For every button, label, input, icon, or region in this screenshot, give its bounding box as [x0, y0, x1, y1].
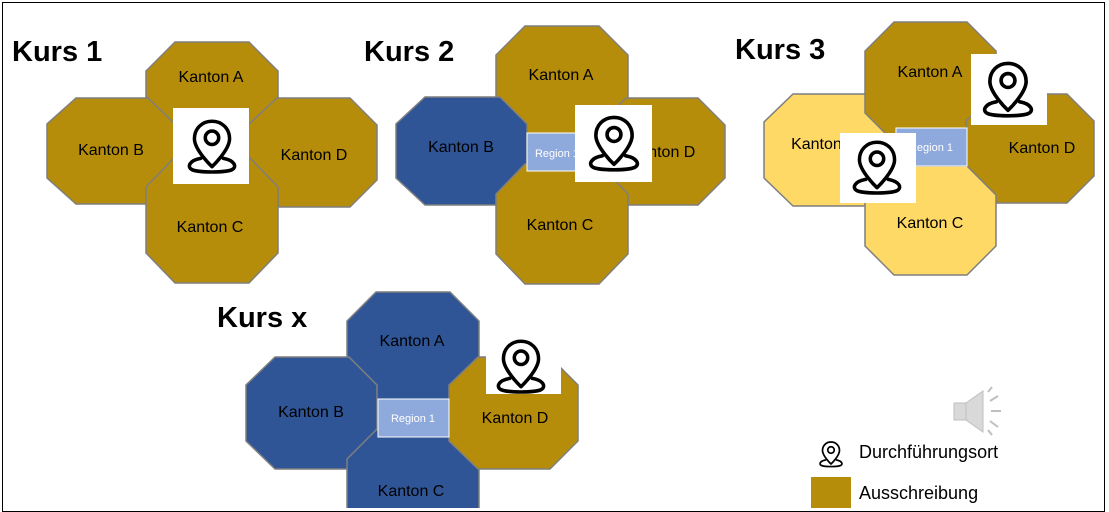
course2-region-label: Region 1 [535, 148, 579, 160]
course1-kanton-b-label: Kanton B [78, 142, 144, 159]
course2-kanton-c-label: Kanton C [527, 217, 594, 234]
course1-kanton-d-label: Kanton D [281, 147, 348, 164]
course2-kanton-b-label: Kanton B [428, 139, 494, 156]
coursex-kanton-d-label: Kanton D [482, 410, 549, 427]
speaker-icon[interactable] [953, 386, 1001, 436]
course1-kanton-c-label: Kanton C [177, 219, 244, 236]
course-title-x: Kurs x [217, 302, 308, 334]
course-title-2: Kurs 2 [364, 36, 455, 68]
course1-kanton-c [145, 156, 279, 284]
course-3-diagram: Region 1 Kanton A Kanton B Kanton D Kant… [763, 21, 1095, 276]
map-pin-icon [819, 441, 843, 468]
legend-location-label: Durchführungsort [859, 442, 999, 462]
course3-kanton-c-label: Kanton C [897, 215, 964, 232]
course3-region-label: Region 1 [909, 142, 953, 154]
legend-tender-swatch [811, 477, 851, 508]
course-1-diagram: Kanton A Kanton B Kanton D Kanton C [46, 41, 378, 284]
coursex-kanton-c-label: Kanton C [378, 483, 445, 500]
legend [811, 441, 851, 508]
course-title-1: Kurs 1 [12, 36, 103, 68]
coursex-region-box [377, 398, 450, 438]
course-2-diagram: Region 1 Kanton A Kanton B Kanton D Kant… [395, 25, 726, 285]
course-x-diagram: Region 1 Kanton A Kanton B Kanton D Kant… [245, 291, 579, 508]
coursex-region-label: Region 1 [391, 413, 435, 425]
coursex-kanton-a-label: Kanton A [380, 333, 445, 350]
course3-kanton-a-label: Kanton A [898, 64, 963, 81]
course2-kanton-a-label: Kanton A [529, 67, 594, 84]
course3-kanton-d-label: Kanton D [1009, 140, 1076, 157]
coursex-kanton-b-label: Kanton B [278, 404, 344, 421]
course-title-3: Kurs 3 [735, 34, 826, 66]
course1-kanton-a-label: Kanton A [179, 69, 244, 86]
legend-tender-label: Ausschreibung [859, 483, 979, 503]
